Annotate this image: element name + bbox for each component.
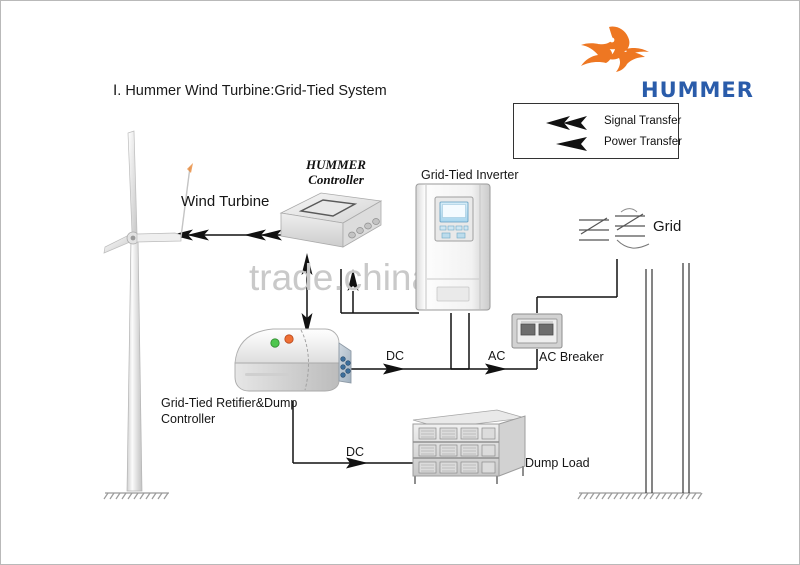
page-title: Ⅰ. Hummer Wind Turbine:Grid-Tied System <box>113 83 387 99</box>
legend-label-signal: Signal Transfer <box>604 115 682 127</box>
dc-label-lower: DC <box>346 445 365 459</box>
ac-label: AC <box>488 349 506 363</box>
transmission-tower-icon <box>579 208 650 249</box>
inverter-cabinet-icon <box>415 183 491 311</box>
dump-load-rack-icon <box>412 409 526 484</box>
grid-label: Grid <box>653 218 682 235</box>
wind-turbine-icon <box>103 130 193 492</box>
rectifier-unit-icon <box>234 328 352 392</box>
brand-name: HUMMER <box>641 78 754 102</box>
legend-label-power: Power Transfer <box>604 136 682 148</box>
legend: Signal Transfer Power Transfer <box>513 103 682 159</box>
rectifier-label-line1: Grid-Tied Retifier&Dump <box>161 396 298 410</box>
controller-label: HUMMER Controller <box>288 157 384 187</box>
dc-label-upper: DC <box>386 349 405 363</box>
ac-breaker-icon <box>511 313 563 349</box>
inverter-label: Grid-Tied Inverter <box>421 168 519 182</box>
hummingbird-icon <box>581 26 649 72</box>
legend-item-power: Power Transfer <box>514 133 682 155</box>
dump-load-label: Dump Load <box>525 456 590 470</box>
single-arrow-icon <box>556 137 587 151</box>
controller-box-icon <box>279 192 383 248</box>
brand-logo: HUMMER <box>579 23 753 102</box>
ac-breaker-label: AC Breaker <box>539 350 604 364</box>
wind-turbine-label: Wind Turbine <box>181 193 270 210</box>
rectifier-label-line2: Controller <box>161 412 216 426</box>
double-arrow-icon <box>546 116 587 130</box>
controller-label-line2: Controller <box>308 172 364 187</box>
controller-label-line1: HUMMER <box>306 157 366 172</box>
legend-item-signal: Signal Transfer <box>514 112 682 134</box>
